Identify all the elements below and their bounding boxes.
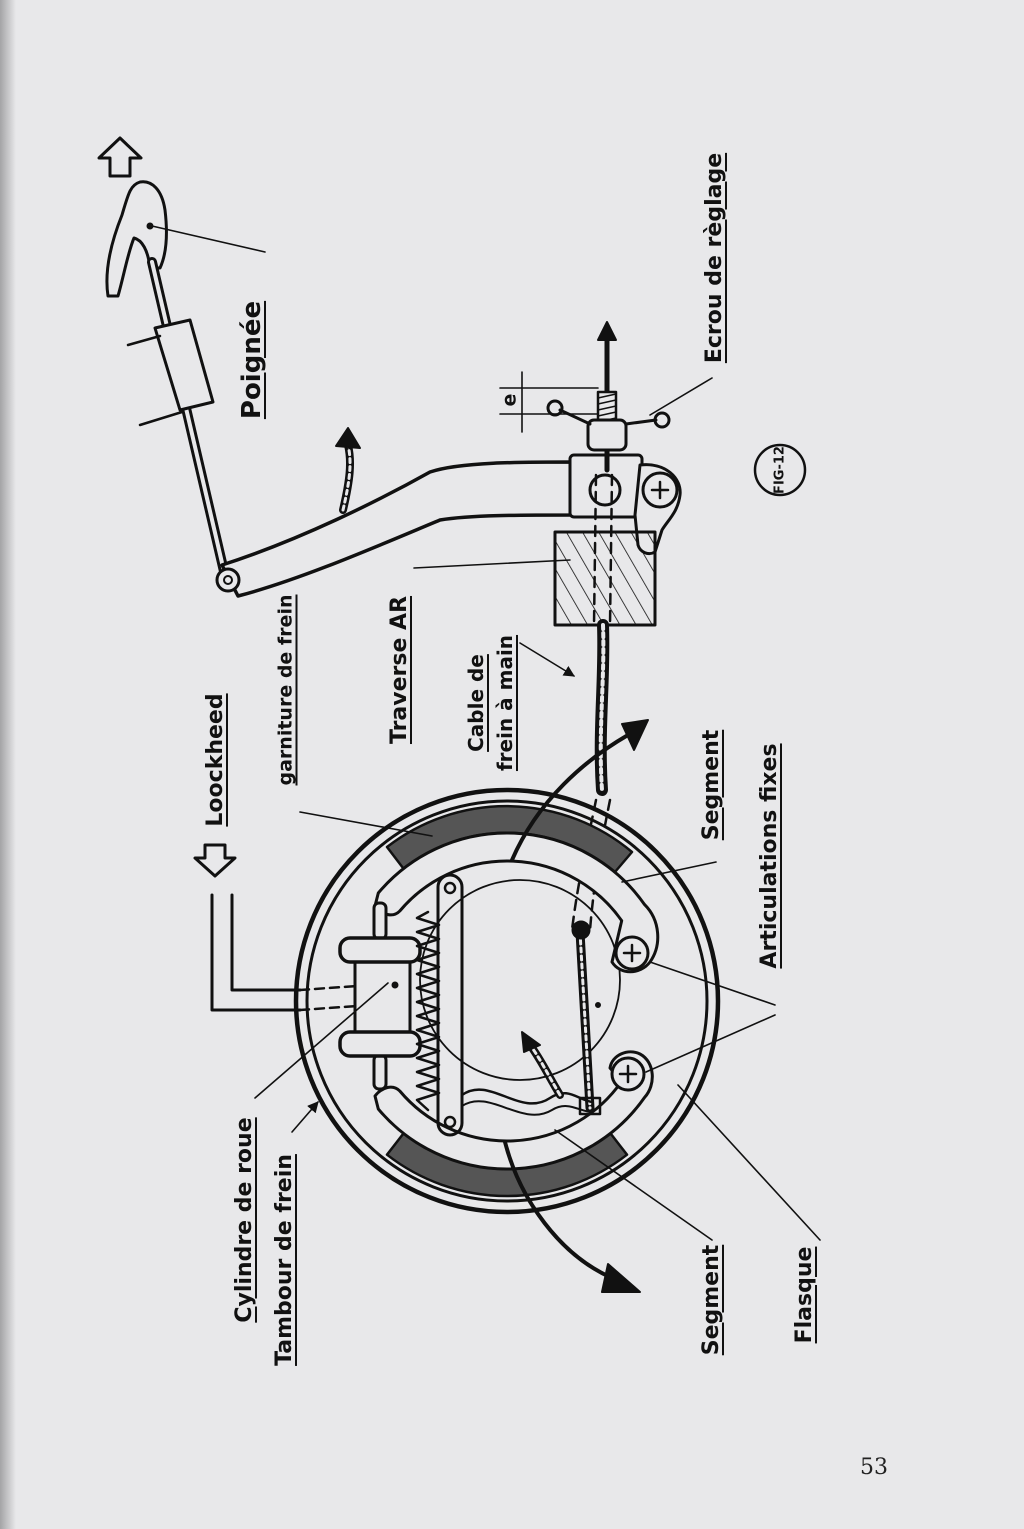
pull-direction-arrow-icon bbox=[97, 136, 143, 178]
label-tambour-de-frein: Tambour de frein bbox=[272, 1154, 297, 1366]
linkage-wire bbox=[460, 1088, 594, 1105]
handle-rod-inner bbox=[150, 260, 228, 582]
strut-bottom-pin bbox=[443, 1115, 457, 1129]
top-shoe-motion-arrowhead-icon bbox=[621, 719, 649, 751]
cable-dashed-left bbox=[592, 473, 598, 627]
handbrake-cable-inner bbox=[598, 623, 606, 792]
rear-crossmember bbox=[553, 530, 657, 627]
relay-lever-arm bbox=[220, 460, 577, 598]
leader-segment-bottom bbox=[554, 1129, 713, 1241]
top-fixed-pivot-cross bbox=[622, 943, 642, 963]
brake-drum-inner bbox=[305, 799, 709, 1203]
dashboard-line-upper bbox=[126, 334, 162, 347]
label-poignee: Poignée bbox=[237, 300, 267, 420]
lever-inner-arrowhead-icon bbox=[521, 1031, 541, 1053]
linkage-wire-2 bbox=[461, 1100, 593, 1116]
lever-pivot-outer bbox=[215, 567, 241, 593]
lever-inner-arrow-inner bbox=[528, 1043, 562, 1097]
label-cable-line2: frein à main bbox=[493, 634, 517, 772]
wing-nut-body bbox=[586, 418, 628, 452]
top-brake-shoe bbox=[373, 831, 660, 974]
figure-number: FIG-12 bbox=[772, 446, 788, 494]
figure-number-circle bbox=[753, 443, 807, 497]
page-binding-shadow bbox=[0, 0, 16, 1529]
label-cylindre-de-roue: Cylindre de roue bbox=[232, 1117, 257, 1323]
label-cable-line1: Cable de bbox=[464, 654, 488, 752]
wing-nut-right-wing bbox=[624, 418, 658, 426]
top-shoe-motion-arrow bbox=[510, 733, 630, 862]
internal-handbrake-lever-inner bbox=[578, 930, 592, 1110]
leader-traverse bbox=[413, 559, 571, 569]
leader-articulation-bottom bbox=[645, 1014, 776, 1073]
brake-pipe-inner bbox=[230, 893, 302, 992]
lever-motion-arrowhead-icon bbox=[335, 427, 361, 449]
label-ecrou-de-reglage: Ecrou de règlage bbox=[702, 152, 727, 364]
label-traverse-ar: Traverse AR bbox=[387, 595, 412, 745]
wheel-cylinder-inlet-dot bbox=[391, 981, 399, 989]
lever-dot bbox=[595, 1002, 601, 1008]
rod-guide-sleeve bbox=[153, 318, 215, 412]
wheel-cylinder-top-piston bbox=[372, 901, 388, 941]
label-flasque: Flasque bbox=[792, 1246, 817, 1344]
wheel-cylinder-body bbox=[353, 956, 412, 1036]
wing-nut-left-wing bbox=[558, 408, 592, 426]
wing-nut-right-knob bbox=[653, 411, 671, 429]
handbrake-handle bbox=[105, 180, 168, 298]
lever-end-hole bbox=[588, 473, 622, 507]
leader-articulation-top bbox=[649, 961, 776, 1006]
brake-pipe-hidden-top bbox=[298, 982, 387, 992]
adjuster-strut bbox=[436, 873, 464, 1137]
drum-hub bbox=[419, 879, 621, 1081]
adjust-thread-hatch bbox=[597, 393, 617, 429]
leader-tambour bbox=[291, 1101, 319, 1133]
lever-motion-arrow-inner bbox=[341, 443, 352, 512]
label-lockheed: Loockheed bbox=[203, 693, 228, 827]
label-dimension-e: e bbox=[498, 393, 521, 407]
dashboard-line-lower bbox=[138, 410, 184, 427]
return-spring bbox=[415, 910, 441, 1112]
lockheed-inlet-arrow-icon bbox=[193, 843, 237, 878]
brake-drum-outer bbox=[293, 787, 721, 1215]
adjust-direction-arrow-icon bbox=[597, 321, 617, 341]
leader-garniture bbox=[299, 811, 433, 837]
bottom-shoe-motion-arrowhead-icon bbox=[601, 1263, 641, 1293]
label-articulations-fixes: Articulations fixes bbox=[757, 743, 782, 969]
brake-pipe-hidden-bottom bbox=[298, 1002, 387, 1012]
label-segment-top: Segment bbox=[699, 729, 724, 841]
leader-flasque bbox=[677, 1084, 821, 1241]
lever-bottom-clip bbox=[578, 1096, 602, 1116]
wheel-cylinder-bottom-piston bbox=[372, 1053, 388, 1091]
leader-segment-top bbox=[621, 861, 717, 883]
label-garniture-de-frein: garniture de frein bbox=[274, 594, 297, 786]
leader-poignee bbox=[151, 225, 266, 253]
lever-pivot-inner bbox=[223, 575, 233, 585]
brake-pipe-outer bbox=[210, 893, 302, 1012]
bottom-fixed-pivot-cross bbox=[618, 1064, 638, 1084]
wheel-cylinder-bottom-cap bbox=[338, 1030, 422, 1058]
page-number: 53 bbox=[860, 1455, 888, 1480]
cable-dashed-right bbox=[608, 473, 614, 627]
strut-top-pin bbox=[443, 881, 457, 895]
leader-ecrou bbox=[649, 377, 713, 416]
lever-end-fixing-icon bbox=[641, 471, 679, 509]
wheel-cylinder-top-cap bbox=[338, 936, 422, 964]
leader-cylindre bbox=[254, 982, 389, 1099]
label-segment-bottom: Segment bbox=[699, 1244, 724, 1356]
cable-end-nipple bbox=[571, 920, 591, 940]
bottom-shoe-motion-arrow bbox=[503, 1140, 614, 1280]
wing-nut-left-knob bbox=[546, 399, 564, 417]
leader-cable bbox=[519, 642, 575, 677]
